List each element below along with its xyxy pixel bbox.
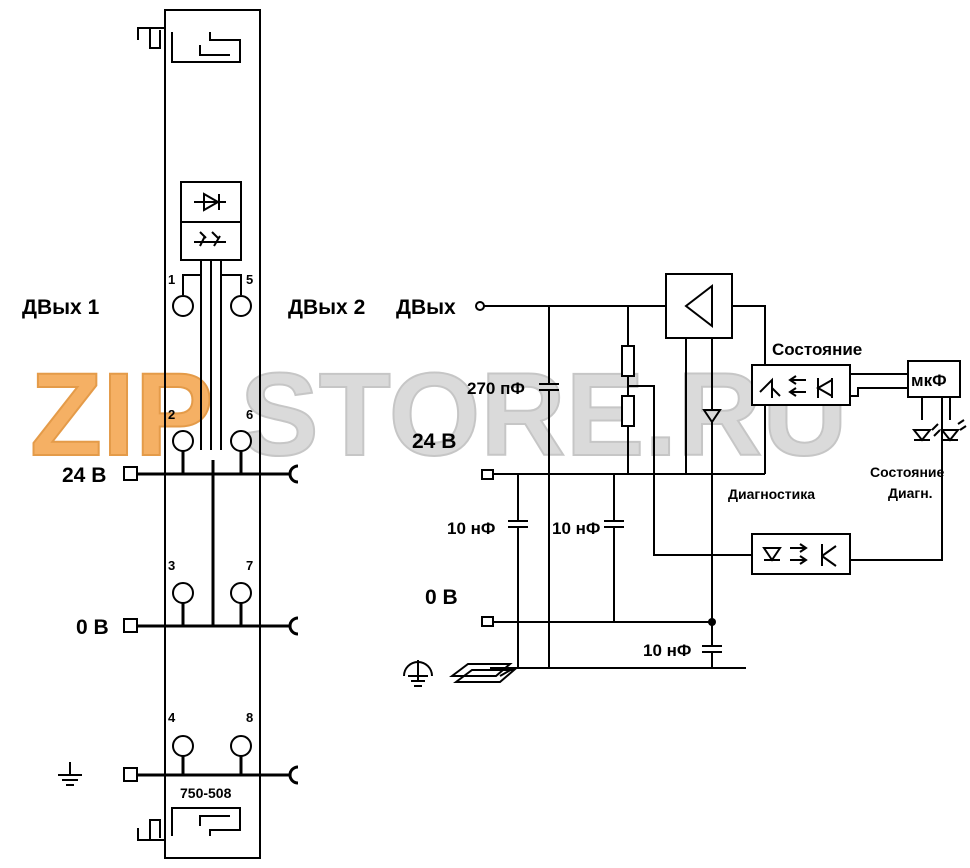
label-led-diag: Диагн. xyxy=(888,485,933,501)
module-pins: 1 5 2 6 3 7 4 8 xyxy=(168,272,253,775)
label-c10-a: 10 нФ xyxy=(447,519,495,538)
pin-label-7: 7 xyxy=(246,558,253,573)
label-schematic-24v: 24 В xyxy=(412,430,456,453)
pin-1 xyxy=(172,295,194,317)
pin-8 xyxy=(230,735,252,757)
label-c10-b: 10 нФ xyxy=(552,519,600,538)
part-number: 750-508 xyxy=(180,785,232,801)
pin-label-1: 1 xyxy=(168,272,175,287)
pin-2 xyxy=(172,430,194,452)
label-mcu: мкФ xyxy=(911,371,947,390)
module-optocoupler xyxy=(180,181,242,261)
watermark-left: ZIP xyxy=(30,349,214,481)
watermark-right: STORE.RU xyxy=(240,349,848,481)
led-status-icon xyxy=(911,423,941,442)
pin-label-3: 3 xyxy=(168,558,175,573)
pin-6 xyxy=(230,430,252,452)
label-led-status: Состояние xyxy=(870,464,945,480)
ground-icon xyxy=(58,762,82,786)
pin-3 xyxy=(172,582,194,604)
module-rails xyxy=(58,464,299,786)
protective-earth-icon xyxy=(403,660,433,687)
pin-label-5: 5 xyxy=(246,272,253,287)
pin-5 xyxy=(230,295,252,317)
pin-label-8: 8 xyxy=(246,710,253,725)
module-body xyxy=(137,9,261,859)
label-module-0v: 0 В xyxy=(76,616,109,639)
pin-label-6: 6 xyxy=(246,407,253,422)
module-wiring xyxy=(182,260,242,626)
label-out1: ДВых 1 xyxy=(22,296,100,319)
label-module-24v: 24 В xyxy=(62,464,106,487)
din-rail-icon xyxy=(449,663,517,683)
label-out2: ДВых 2 xyxy=(288,296,365,319)
pin-label-2: 2 xyxy=(168,407,175,422)
label-dout: ДВых xyxy=(396,296,456,319)
label-c270: 270 пФ xyxy=(467,379,525,398)
schematic xyxy=(403,273,967,687)
led-diag-icon xyxy=(939,419,967,442)
label-schematic-0v: 0 В xyxy=(425,586,458,609)
pin-4 xyxy=(172,735,194,757)
label-c10-c: 10 нФ xyxy=(643,641,691,660)
watermark: ZIP STORE.RU xyxy=(29,348,849,482)
pin-label-4: 4 xyxy=(168,710,176,725)
label-status: Состояние xyxy=(772,340,862,359)
pin-7 xyxy=(230,582,252,604)
label-diagnostics: Диагностика xyxy=(728,486,815,502)
